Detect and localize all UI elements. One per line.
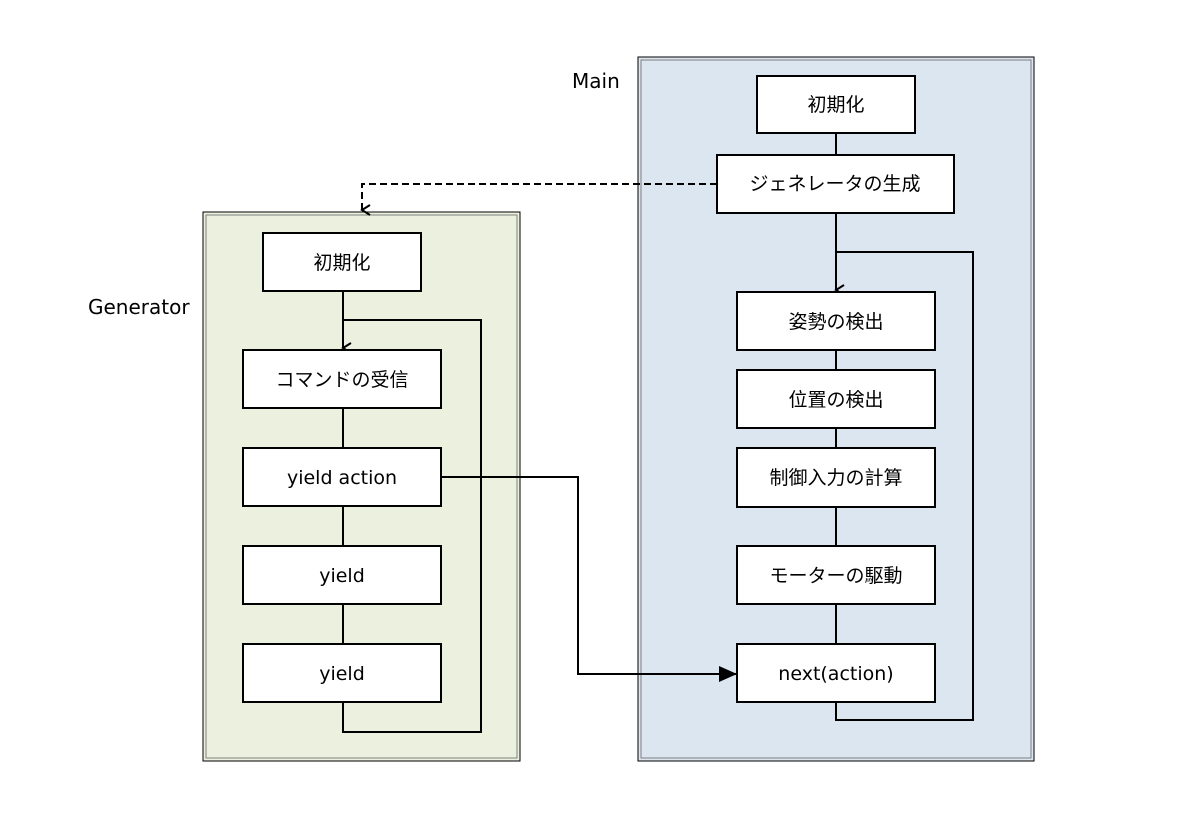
- main-connectors: [834, 133, 974, 721]
- generator-init-label: 初期化: [313, 252, 370, 274]
- generator-connectors: [341, 291, 482, 733]
- yield-action-box: yield action: [242, 447, 442, 507]
- compute-control-label: 制御入力の計算: [769, 467, 902, 489]
- yield-box-2: yield: [242, 643, 442, 703]
- create-generator-box: ジェネレータの生成: [716, 154, 955, 214]
- yield-label-2: yield: [319, 663, 365, 685]
- main-init-label: 初期化: [807, 94, 864, 116]
- yield-action-label: yield action: [287, 467, 397, 489]
- main-group-label: Main: [572, 69, 620, 93]
- create-generator-label: ジェネレータの生成: [749, 173, 920, 195]
- yield-box-1: yield: [242, 545, 442, 605]
- yield-to-next-link: [442, 476, 737, 682]
- receive-command-label: コマンドの受信: [275, 369, 408, 391]
- detect-position-label: 位置の検出: [788, 389, 883, 411]
- yield-label-1: yield: [319, 565, 365, 587]
- drive-motor-label: モーターの駆動: [769, 565, 902, 587]
- detect-position-box: 位置の検出: [736, 369, 936, 429]
- detect-attitude-box: 姿勢の検出: [736, 291, 936, 351]
- generator-init-box: 初期化: [262, 232, 422, 292]
- main-init-box: 初期化: [756, 75, 916, 134]
- generator-group-label: Generator: [88, 295, 190, 319]
- create-generator-link: [360, 183, 717, 216]
- receive-command-box: コマンドの受信: [242, 349, 442, 409]
- detect-attitude-label: 姿勢の検出: [788, 311, 883, 333]
- next-action-label: next(action): [778, 663, 893, 685]
- drive-motor-box: モーターの駆動: [736, 545, 936, 605]
- compute-control-box: 制御入力の計算: [736, 447, 936, 508]
- next-action-box: next(action): [736, 643, 936, 703]
